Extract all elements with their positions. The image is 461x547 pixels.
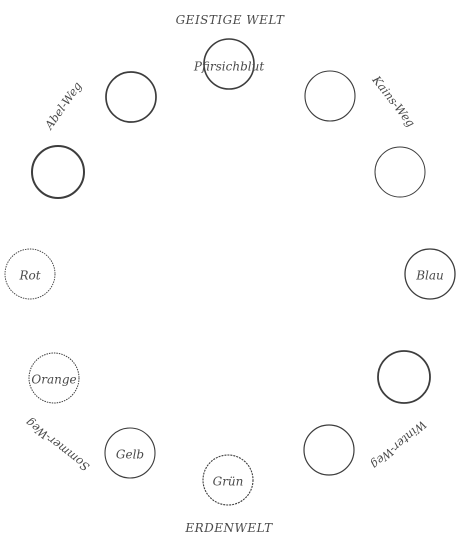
label-pfirsichblut: Pfirsichblut [193, 60, 265, 74]
circle-gelb [104, 427, 156, 479]
label-winter-weg: Winter-Weg [368, 418, 429, 472]
circle-right [374, 146, 426, 198]
circle-lower-right [377, 350, 431, 404]
label-sommer-weg: Sommer-Weg [23, 415, 92, 474]
top-heading: GEISTIGE WELT [176, 13, 285, 27]
label-gelb: Gelb [116, 448, 144, 462]
circle-pfirsichblut [203, 38, 255, 90]
bottom-heading: ERDENWELT [184, 521, 273, 535]
label-orange: Orange [31, 373, 76, 387]
circle-upper-left [105, 71, 157, 123]
circle-left [31, 145, 85, 199]
circle-blau [404, 248, 456, 300]
label-rot: Rot [18, 269, 40, 283]
circle-lower-right-2 [303, 424, 355, 476]
circle-rot [4, 248, 56, 300]
label-blau: Blau [415, 269, 444, 283]
label-kains-weg: Kains-Weg [369, 72, 418, 129]
circle-upper-right [304, 70, 356, 122]
circle-gruen [202, 454, 254, 506]
circle-orange [28, 352, 80, 404]
label-gruen: Grün [213, 475, 244, 489]
label-abel-weg: Abel-Weg [41, 79, 84, 132]
